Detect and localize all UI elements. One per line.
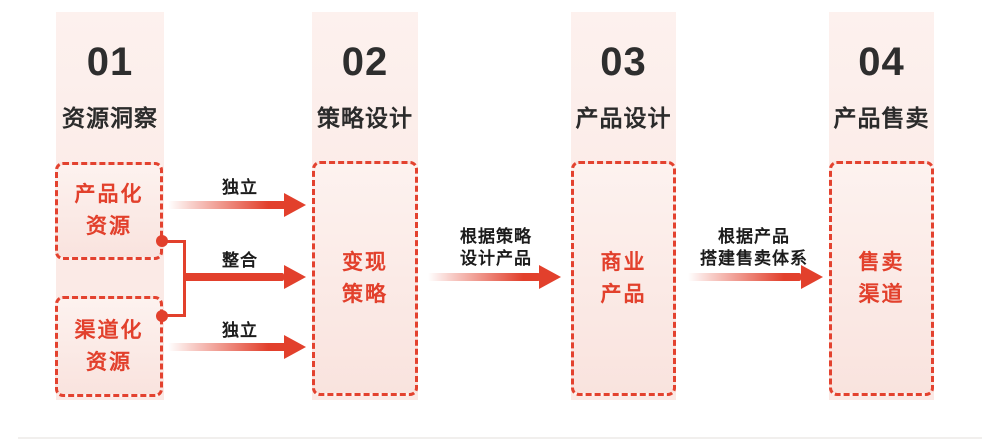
- box-productized-resources: 产品化 资源: [55, 162, 163, 260]
- stage-4-number: 04: [858, 40, 905, 84]
- arrow-strategy-to-product-shaft: [428, 273, 540, 281]
- box-channelized-resources-line2: 资源: [86, 350, 132, 374]
- arrow-product-to-sales-label: 根据产品 搭建售卖体系: [684, 226, 824, 270]
- arrow-strategy-to-product-label: 根据策略 设计产品: [434, 226, 558, 270]
- box-sales-channel: 售卖 渠道: [829, 161, 934, 396]
- stage-4-title: 产品售卖: [833, 105, 930, 131]
- arrow-independent-bottom-shaft: [168, 343, 286, 351]
- box-sales-channel-line1: 售卖: [858, 250, 905, 274]
- arrow-integrate-head-icon: [284, 265, 306, 289]
- merge-connector-bottom: [162, 314, 186, 317]
- arrow-independent-top-head-icon: [284, 193, 306, 217]
- box-commercial-product-line2: 产品: [600, 282, 647, 306]
- bottom-divider: [18, 437, 982, 439]
- box-channelized-resources-line1: 渠道化: [74, 318, 144, 342]
- stage-2-title: 策略设计: [317, 105, 413, 131]
- stage-1-title: 资源洞察: [62, 105, 158, 131]
- arrow-product-to-sales-label-line1: 根据产品: [718, 227, 790, 246]
- merge-connector-top: [162, 240, 186, 243]
- arrow-strategy-to-product-label-line1: 根据策略: [460, 227, 532, 246]
- stage-1-number: 01: [86, 40, 134, 84]
- stage-2-header: 02 策略设计: [312, 12, 418, 133]
- box-commercial-product-line1: 商业: [600, 250, 647, 274]
- stage-3-title: 产品设计: [575, 105, 672, 131]
- arrow-strategy-to-product-label-line2: 设计产品: [460, 249, 532, 268]
- box-monetization-strategy-line2: 策略: [342, 282, 388, 306]
- box-monetization-strategy-line1: 变现: [342, 250, 388, 274]
- arrow-independent-top-shaft: [168, 201, 286, 209]
- box-channelized-resources: 渠道化 资源: [55, 296, 163, 397]
- stage-1-header: 01 资源洞察: [56, 12, 164, 133]
- arrow-strategy-to-product-head-icon: [539, 265, 561, 289]
- stage-3-number: 03: [600, 40, 647, 84]
- arrow-independent-top-label: 独立: [222, 178, 258, 197]
- box-productized-resources-line1: 产品化: [74, 183, 144, 206]
- arrow-product-to-sales-head-icon: [801, 265, 823, 289]
- arrow-product-to-sales-shaft: [688, 273, 801, 281]
- box-commercial-product: 商业 产品: [571, 161, 676, 396]
- arrow-independent-bottom-head-icon: [284, 335, 306, 359]
- stage-3-header: 03 产品设计: [571, 12, 676, 133]
- stage-2-number: 02: [341, 40, 389, 84]
- arrow-product-to-sales-label-line2: 搭建售卖体系: [700, 249, 808, 268]
- box-sales-channel-line2: 渠道: [858, 282, 905, 306]
- box-monetization-strategy: 变现 策略: [312, 161, 418, 396]
- stage-4-header: 04 产品售卖: [829, 12, 934, 133]
- box-productized-resources-line2: 资源: [86, 215, 132, 238]
- arrow-independent-bottom-label: 独立: [222, 321, 258, 340]
- arrow-integrate-label: 整合: [222, 251, 258, 270]
- arrow-integrate-shaft: [184, 273, 284, 281]
